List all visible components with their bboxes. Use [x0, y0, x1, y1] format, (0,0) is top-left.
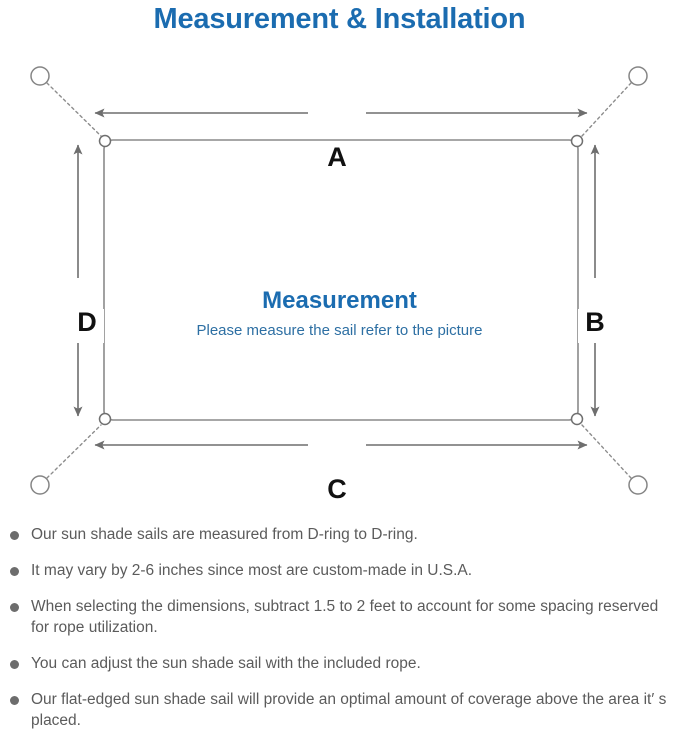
page-title: Measurement & Installation: [153, 3, 526, 35]
note-text: Our sun shade sails are measured from D-…: [31, 526, 418, 543]
list-item: When selecting the dimensions, subtract …: [0, 596, 679, 638]
bullet-icon: [10, 660, 19, 669]
note-text: When selecting the dimensions, subtract …: [31, 598, 659, 636]
bullet-icon: [10, 603, 19, 612]
d-ring-bottom-left-icon: [98, 412, 112, 426]
dimension-label-a: A: [310, 144, 364, 171]
dimension-label-b: B: [578, 309, 612, 343]
bullet-icon: [10, 531, 19, 540]
bullet-icon: [10, 696, 19, 705]
list-item: Our sun shade sails are measured from D-…: [0, 524, 679, 545]
measurement-diagram: A B C D Measurement Please measure the s…: [0, 46, 679, 516]
note-text: It may vary by 2-6 inches since most are…: [31, 562, 473, 579]
d-ring-bottom-right-icon: [570, 412, 584, 426]
anchor-point-bottom-right: [628, 475, 648, 495]
notes-list: Our sun shade sails are measured from D-…: [0, 524, 679, 746]
diagram-svg: [30, 66, 648, 495]
list-item: Our flat-edged sun shade sail will provi…: [0, 689, 679, 731]
anchor-point-top-right: [628, 66, 648, 86]
d-ring-top-left-icon: [98, 134, 112, 148]
anchor-point-top-left: [30, 66, 50, 86]
rope-line-top-left: [46, 82, 102, 137]
d-ring-top-right-icon: [570, 134, 584, 148]
rope-line-top-right: [581, 82, 632, 137]
note-text: Our flat-edged sun shade sail will provi…: [31, 691, 667, 729]
dimension-label-c: C: [310, 476, 364, 503]
rope-line-bottom-right: [581, 424, 632, 479]
anchor-point-bottom-left: [30, 475, 50, 495]
sail-rectangle: [103, 139, 579, 421]
list-item: It may vary by 2-6 inches since most are…: [0, 560, 679, 581]
dimension-label-d: D: [70, 309, 104, 343]
list-item: You can adjust the sun shade sail with t…: [0, 653, 679, 674]
bullet-icon: [10, 567, 19, 576]
rope-line-bottom-left: [46, 424, 102, 479]
note-text: You can adjust the sun shade sail with t…: [31, 655, 421, 672]
